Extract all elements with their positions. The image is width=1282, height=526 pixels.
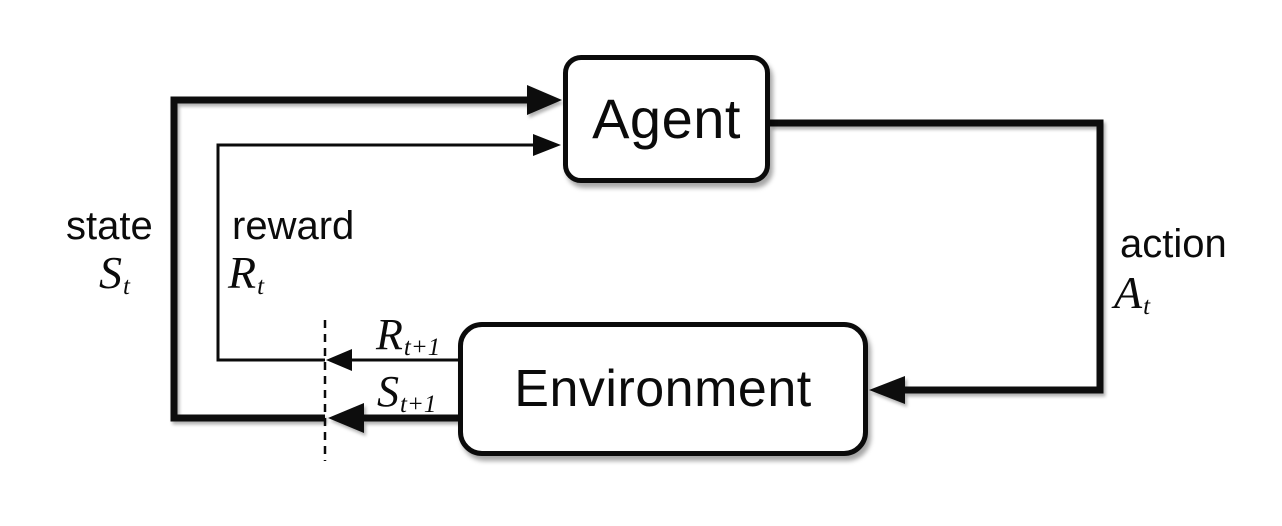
state-arrowhead-icon <box>527 85 562 115</box>
next-reward-symbol-label: Rt+1 <box>376 310 440 360</box>
reward-symbol-label: Rt <box>228 247 264 299</box>
state-word-label: state <box>66 204 153 248</box>
environment-node: Environment <box>458 322 868 456</box>
reward-word-label: reward <box>232 204 355 248</box>
next-state-symbol-label: St+1 <box>377 367 436 417</box>
state-symbol-label: St <box>99 247 130 299</box>
state-symbol-subscript: t <box>123 272 130 300</box>
reward-symbol-base: R <box>228 247 257 298</box>
reward-symbol-subscript: t <box>257 272 265 300</box>
action-word-label: action <box>1120 222 1227 266</box>
state-arrow-line <box>170 96 527 422</box>
state-symbol-base: S <box>99 247 122 298</box>
reward-arrowhead-icon <box>533 134 561 156</box>
action-symbol-label: At <box>1114 267 1150 319</box>
agent-node-label: Agent <box>592 87 741 150</box>
next-state-symbol-base: S <box>377 367 399 416</box>
action-symbol-base: A <box>1114 267 1143 318</box>
next-reward-symbol-base: R <box>376 310 403 359</box>
reward-arrow-line <box>216 143 534 362</box>
environment-node-label: Environment <box>514 360 812 418</box>
agent-node: Agent <box>563 55 770 183</box>
next-reward-arrowhead-icon <box>326 349 352 371</box>
next-state-symbol-subscript: t+1 <box>400 390 437 418</box>
next-state-arrowhead-icon <box>328 403 364 433</box>
action-arrowhead-icon <box>869 376 905 404</box>
action-arrow-line <box>770 119 1104 394</box>
action-symbol-subscript: t <box>1143 292 1151 320</box>
next-reward-symbol-subscript: t+1 <box>403 333 441 361</box>
